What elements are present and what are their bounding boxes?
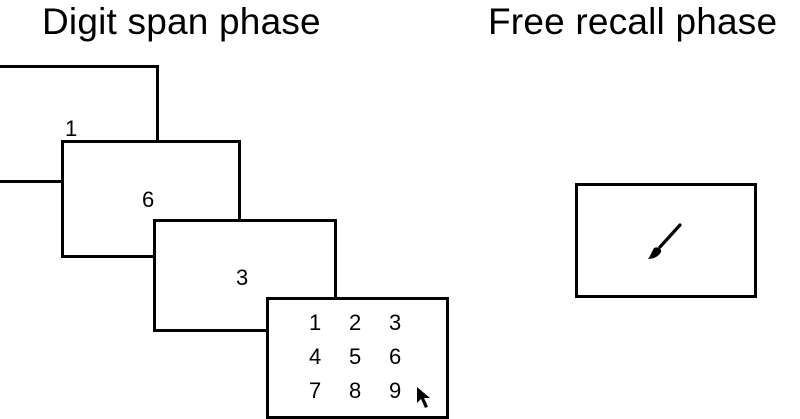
digit-span-phase-title: Digit span phase [42,1,321,42]
free-recall-phase-title: Free recall phase [488,1,778,42]
mouse-cursor-icon [416,386,438,410]
response-keypad: 1 2 3 4 5 6 7 8 9 [309,312,429,414]
free-recall-screen [575,183,757,298]
keypad-key[interactable]: 4 [309,344,322,369]
keypad-key[interactable]: 7 [309,378,322,403]
keypad-key[interactable]: 3 [389,310,402,335]
digit-screen-2-digit: 6 [142,187,155,212]
keypad-key[interactable]: 1 [309,310,322,335]
paintbrush-icon [644,219,692,265]
response-screen: 1 2 3 4 5 6 7 8 9 [266,297,449,419]
digit-screen-1-digit: 1 [65,116,78,141]
keypad-key[interactable]: 9 [389,378,402,403]
keypad-key[interactable]: 6 [389,344,402,369]
keypad-key[interactable]: 5 [349,344,362,369]
keypad-key[interactable]: 2 [349,310,362,335]
keypad-key[interactable]: 8 [349,378,362,403]
digit-screen-3-digit: 3 [236,265,249,290]
